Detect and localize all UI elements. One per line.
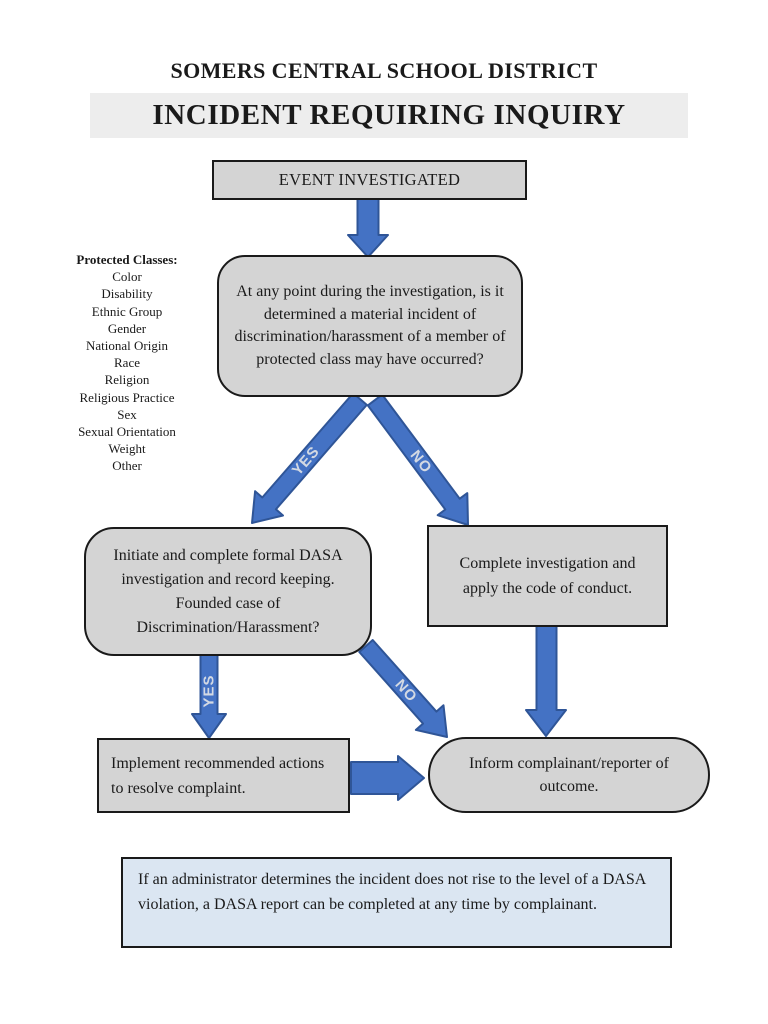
- arrow-no-to-conduct: [366, 393, 469, 526]
- arrow-implement-to-oval: [350, 755, 425, 801]
- node-dasa-investigation: Initiate and complete formal DASA invest…: [84, 527, 372, 656]
- protected-class-item: Religious Practice: [79, 389, 175, 405]
- arrow-no-to-oval: [358, 639, 448, 738]
- protected-class-item: National Origin: [86, 338, 168, 354]
- protected-classes-heading: Protected Classes:: [76, 252, 178, 267]
- protected-class-item: Race: [114, 355, 140, 371]
- protected-class-item: Sex: [117, 406, 137, 422]
- protected-class-item: Disability: [101, 286, 153, 302]
- protected-class-item: Gender: [107, 320, 147, 336]
- arrow-yes-to-implement: [191, 651, 227, 739]
- arrow-label-yes-2: YES: [200, 674, 218, 708]
- node-code-of-conduct: Complete investigation and apply the cod…: [427, 525, 668, 627]
- protected-class-item: Religion: [104, 372, 150, 388]
- district-title: SOMERS CENTRAL SCHOOL DISTRICT: [170, 58, 598, 83]
- document-title: INCIDENT REQUIRING INQUIRY: [152, 99, 626, 131]
- arrow-yes-to-dasa: [251, 392, 368, 524]
- protected-class-item: Color: [112, 269, 142, 285]
- document-title-band: INCIDENT REQUIRING INQUIRY: [90, 93, 688, 138]
- protected-class-item: Ethnic Group: [91, 303, 163, 319]
- protected-class-item: Sexual Orientation: [78, 424, 176, 440]
- arrow-event-to-decision: [347, 198, 389, 258]
- protected-class-item: Weight: [108, 441, 146, 457]
- node-event-investigated: EVENT INVESTIGATED: [212, 160, 527, 200]
- dasa-report-note: If an administrator determines the incid…: [121, 857, 672, 948]
- node-decision-material-incident: At any point during the investigation, i…: [217, 255, 523, 397]
- arrow-conduct-to-oval: [525, 624, 567, 737]
- protected-class-item: Other: [112, 458, 142, 474]
- node-implement-actions: Implement recommended actions to resolve…: [97, 738, 350, 813]
- node-inform-outcome: Inform complainant/reporter of outcome.: [428, 737, 710, 813]
